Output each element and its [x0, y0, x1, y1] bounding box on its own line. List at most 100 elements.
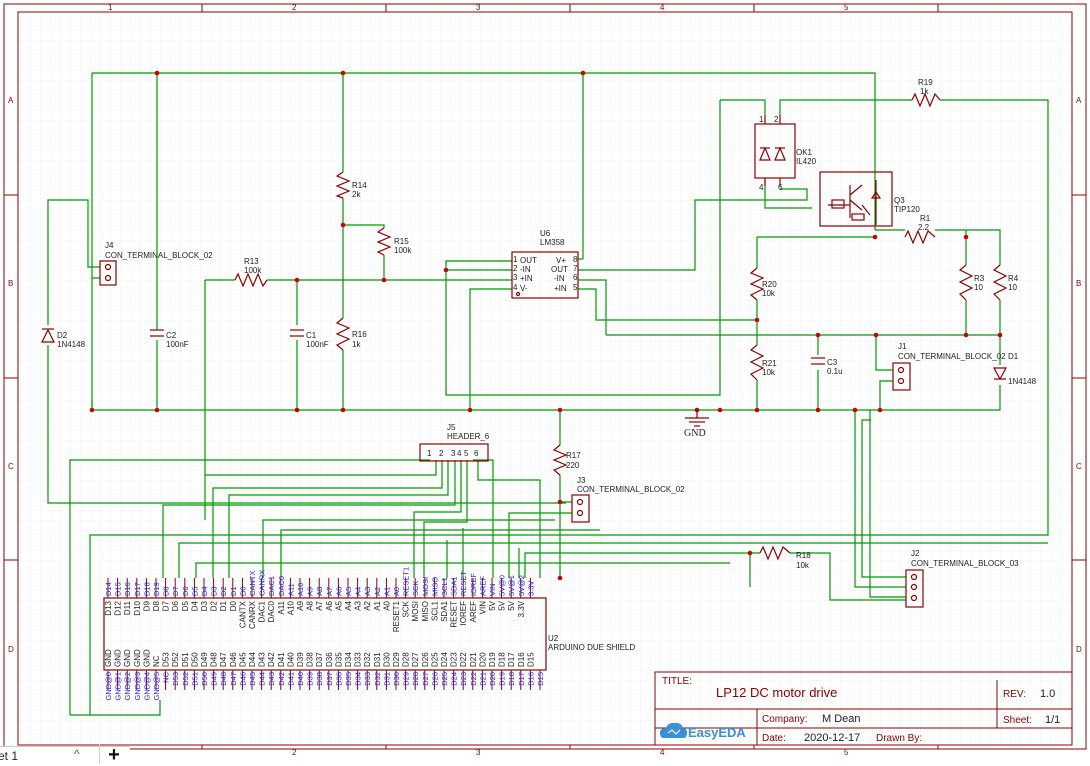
u2-bottom-pin-inner-label: D50 [190, 652, 199, 667]
u6-pin-num-4: 4 [513, 283, 518, 292]
u2-top-pin-inner-label: 5V [488, 600, 497, 610]
u2-bottom-pin-inner-label: D43 [258, 652, 267, 667]
u2-bottom-pin-inner-label: D40 [286, 652, 295, 667]
u2-top-pin-inner-label: 5V [498, 600, 507, 610]
r20-resistor[interactable] [749, 267, 765, 301]
u2-top-pin-inner-label: D11 [123, 600, 132, 615]
u2-top-pin-inner-label: A2 [363, 600, 372, 610]
u2-bottom-pin-outer-label: GND@5 [152, 672, 161, 700]
j5-header[interactable] [419, 443, 489, 462]
q3-ref: Q3 [894, 196, 905, 205]
u2-bottom-pin-inner-label: GND [142, 649, 151, 667]
u2-top-pin-outer-label: MOSI [421, 577, 430, 596]
u2-arduino-due-shield[interactable] [103, 597, 547, 671]
q3-value: TIP120 [894, 205, 920, 214]
d1-diode[interactable] [992, 367, 1008, 381]
u2-bottom-pin-outer-label: GND@1 [114, 672, 123, 700]
c3-capacitor[interactable] [811, 357, 825, 365]
u2-top-pin-outer-label: D1 [229, 586, 238, 596]
u2-bottom-pin-inner-label: D30 [382, 652, 391, 667]
u2-top-pin-outer-label: A0 [392, 587, 401, 596]
chevron-up-icon[interactable]: ^ [74, 747, 80, 761]
u2-top-pin-outer-label: D19 [152, 582, 161, 596]
u2-top-pin-inner-label: A9 [296, 600, 305, 610]
r4-value: 10 [1008, 283, 1017, 292]
u2-bottom-pin-inner-label: D16 [517, 652, 526, 667]
u2-bottom-pin-inner-label: D18 [498, 652, 507, 667]
u2-bottom-pin-inner-label: D44 [248, 652, 257, 667]
zone-row-d: D [8, 645, 14, 654]
j5-pin-1: 1 [427, 449, 432, 458]
u6-pin-num-7: 7 [573, 264, 578, 273]
j2-ref: J2 [911, 549, 920, 558]
add-sheet-button[interactable]: + [99, 744, 128, 766]
sheet-label: Sheet: [1003, 715, 1032, 726]
u2-top-pin-outer-label: D8 [162, 586, 171, 596]
u2-top-pin-outer-label: AREF [478, 576, 487, 596]
u2-top-pin-outer-label: 5V@1 [507, 575, 516, 596]
u2-bottom-pin-inner-label: D27 [411, 652, 420, 667]
u2-bottom-pin-outer-label: D41 [286, 672, 295, 686]
title-block: TITLE: LP12 DC motor drive REV: 1.0 Comp… [654, 671, 1073, 746]
u2-bottom-pin-inner-label: D21 [469, 652, 478, 667]
r13-resistor[interactable] [234, 272, 268, 288]
r15-resistor[interactable] [376, 227, 392, 256]
j3-terminal-block[interactable] [571, 494, 590, 523]
date-value: 2020-12-17 [804, 732, 860, 744]
c1-capacitor[interactable] [290, 329, 304, 337]
u2-bottom-pin-outer-label: D28 [411, 672, 420, 686]
q3-darlington[interactable] [819, 171, 893, 227]
j2-terminal-block[interactable] [905, 569, 924, 608]
u2-bottom-pin-inner-label: D48 [210, 652, 219, 667]
r20-value: 10k [762, 289, 776, 298]
u6-pin-label-7: OUT [551, 265, 568, 274]
u2-bottom-pin-inner-label: D22 [459, 652, 468, 667]
gnd-symbol [685, 410, 709, 427]
drawn-by-label: Drawn By: [876, 733, 922, 744]
ok1-optocoupler[interactable] [754, 115, 796, 186]
u2-bottom-pin-inner-label: NC [152, 655, 161, 667]
r17-resistor[interactable] [552, 444, 568, 476]
ok1-value: IL420 [796, 157, 817, 166]
u2-bottom-pin-outer-label: D35 [344, 672, 353, 686]
d1-ref: D1 [1008, 352, 1019, 361]
r16-resistor[interactable] [335, 317, 351, 351]
u2-bottom-pin-inner-label: D34 [344, 652, 353, 667]
d2-diode[interactable] [41, 328, 55, 343]
sheet-frame [3, 3, 1087, 750]
u6-opamp[interactable] [511, 251, 579, 299]
zone-row-d-right: D [1076, 645, 1082, 654]
r14-resistor[interactable] [335, 171, 351, 199]
c2-capacitor[interactable] [150, 329, 164, 337]
r3-resistor[interactable] [958, 264, 974, 301]
u2-bottom-pin-outer-label: D18 [507, 672, 516, 686]
c1-ref: C1 [306, 331, 317, 340]
u2-top-pin-inner-label: A8 [306, 600, 315, 610]
r21-resistor[interactable] [749, 344, 765, 381]
r1-resistor[interactable] [904, 229, 936, 245]
wires[interactable] [47, 72, 1049, 716]
junctions [89, 70, 1003, 581]
u2-bottom-pin-outer-label: GND@4 [142, 672, 151, 700]
u2-bottom-pin-inner-label: D51 [181, 652, 190, 667]
j3-ref: J3 [577, 476, 586, 485]
u2-top-pin-inner-label: D4 [190, 600, 199, 611]
j4-terminal-block[interactable] [99, 260, 117, 286]
sheet-tab-label[interactable]: et 1 [0, 749, 19, 763]
components[interactable] [41, 92, 1008, 671]
r3-value: 10 [974, 283, 983, 292]
ok1-pin-2: 2 [774, 115, 779, 124]
j5-pin-6: 6 [474, 449, 479, 458]
u2-bottom-pin-outer-label: D52 [181, 672, 190, 686]
u2-top-pin-inner-label: D5 [181, 600, 190, 611]
u6-pin-label-1: OUT [520, 256, 537, 265]
u2-top-pin-inner-label: AREF [469, 601, 478, 622]
u2-top-pin-outer-label: VIN [488, 583, 497, 596]
u2-bottom-pin-inner-label: D36 [325, 652, 334, 667]
r19-resistor[interactable] [911, 92, 941, 108]
r18-resistor[interactable] [759, 545, 791, 561]
r14-value: 2k [352, 190, 361, 199]
r4-resistor[interactable] [992, 264, 1008, 301]
j1-terminal-block[interactable] [892, 362, 911, 391]
